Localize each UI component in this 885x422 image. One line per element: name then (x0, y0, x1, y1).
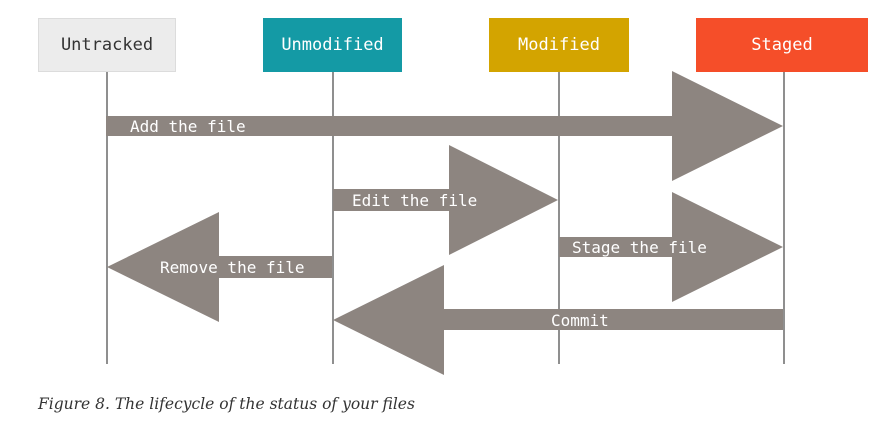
state-staged: Staged (696, 18, 868, 72)
state-untracked: Untracked (38, 18, 176, 72)
label-stage-the-file: Stage the file (572, 238, 707, 257)
label-commit: Commit (551, 311, 609, 330)
arrow-stage-the-file (559, 192, 783, 302)
arrow-commit (333, 265, 783, 375)
lifeline-modified (558, 72, 560, 364)
label-remove-the-file: Remove the file (160, 258, 305, 277)
state-modified: Modified (489, 18, 629, 72)
transition-arrows: Add the file Edit the file Stage the fil… (106, 71, 783, 375)
arrow-add-the-file (106, 71, 783, 181)
state-unmodified: Unmodified (263, 18, 402, 72)
arrow-remove-the-file (107, 212, 332, 322)
figure-caption: Figure 8. The lifecycle of the status of… (38, 395, 415, 413)
arrow-edit-the-file (333, 145, 558, 255)
label-edit-the-file: Edit the file (352, 191, 477, 210)
lifeline-untracked (106, 72, 108, 364)
lifeline-staged (783, 72, 785, 364)
label-add-the-file: Add the file (130, 117, 246, 136)
lifeline-unmodified (332, 72, 334, 364)
